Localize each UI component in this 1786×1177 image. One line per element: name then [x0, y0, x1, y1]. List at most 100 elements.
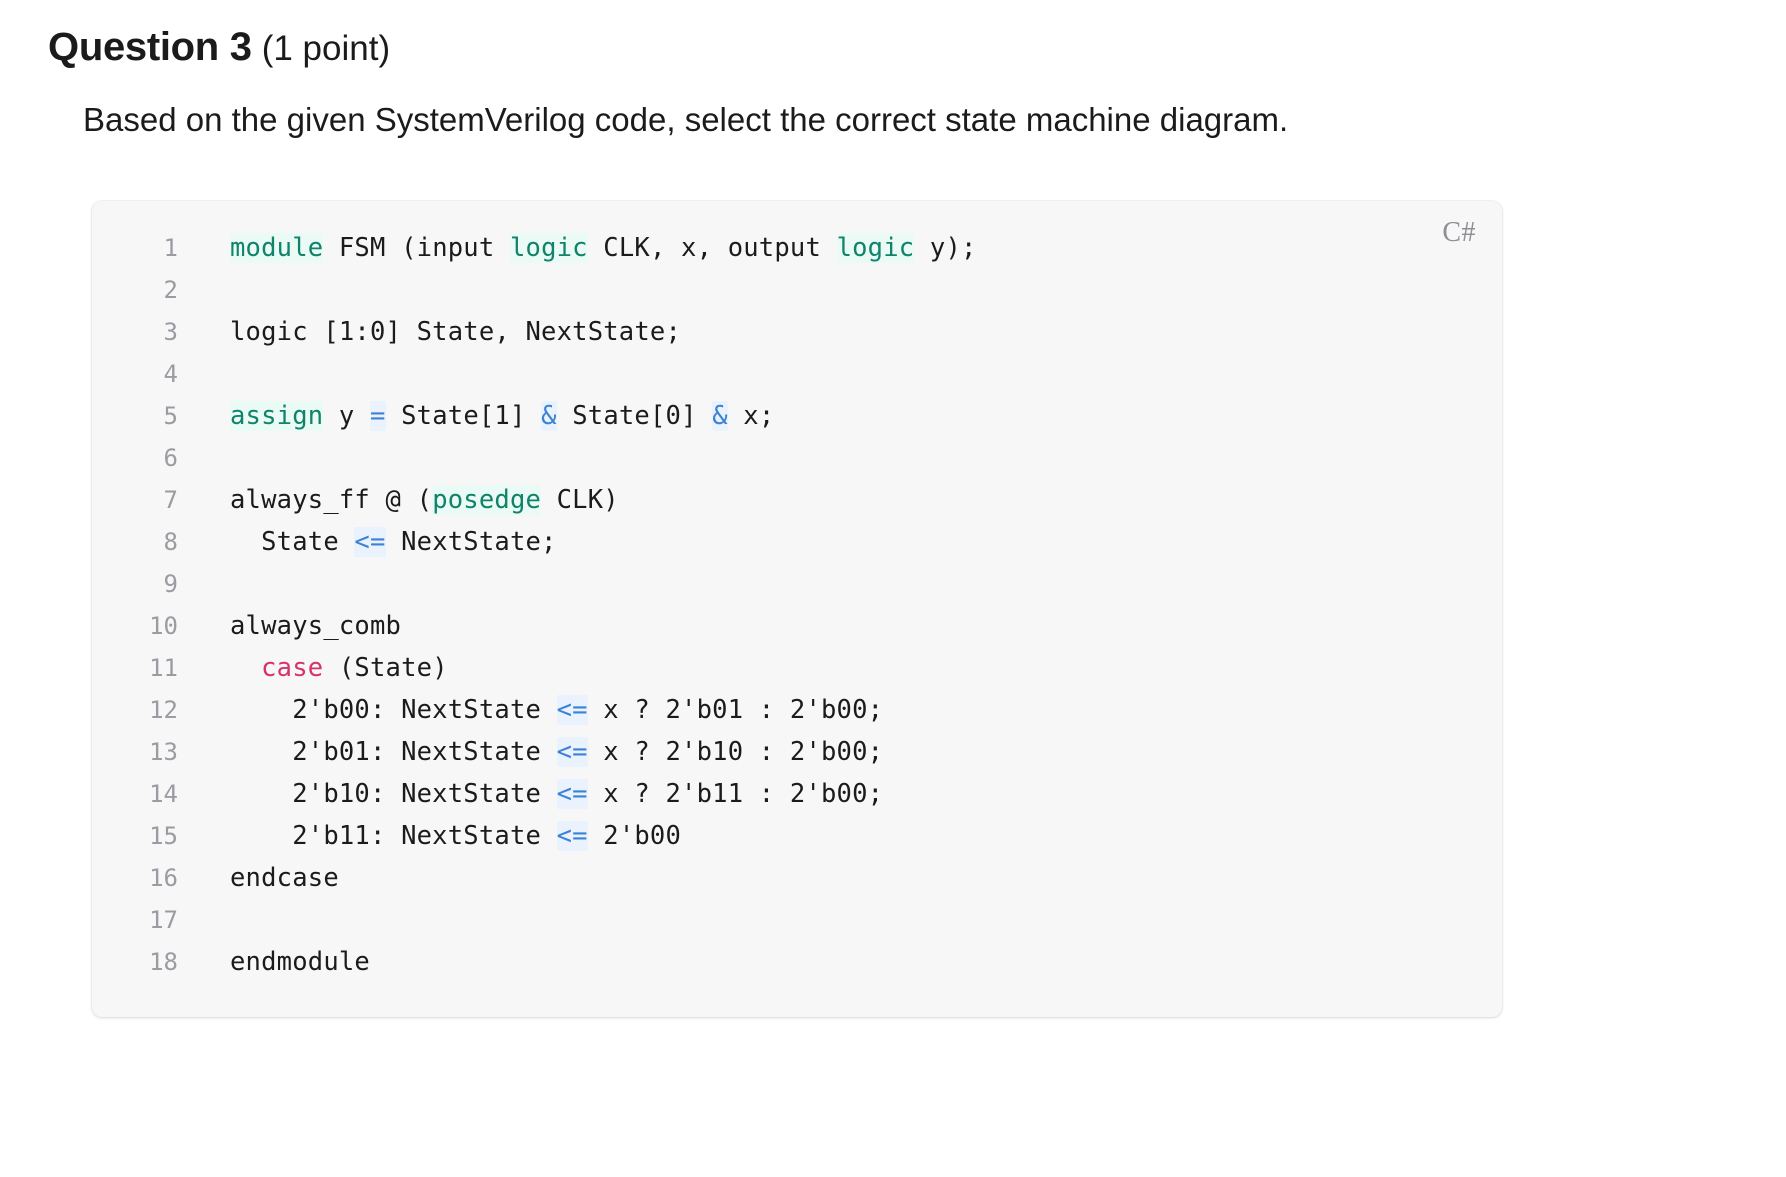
code-token: x ? 2'b10 : 2'b00; — [587, 736, 884, 767]
question-prompt: Based on the given SystemVerilog code, s… — [83, 101, 1289, 138]
code-line-text[interactable]: State <= NextState; — [178, 521, 1502, 563]
code-line-text[interactable]: logic [1:0] State, NextState; — [178, 311, 1502, 353]
code-line-text[interactable]: 2'b10: NextState <= x ? 2'b11 : 2'b00; — [178, 773, 1502, 815]
code-line-text[interactable] — [178, 269, 1502, 311]
code-line: 17 — [92, 899, 1502, 941]
code-token: (State) — [323, 652, 448, 683]
code-line: 2 — [92, 269, 1502, 311]
code-line: 10 always_comb — [92, 605, 1502, 647]
code-token: x ? 2'b01 : 2'b00; — [587, 694, 884, 725]
code-token: <= — [556, 736, 588, 767]
code-language-label: C# — [1442, 216, 1476, 248]
line-number: 13 — [149, 737, 178, 766]
line-number: 10 — [149, 611, 178, 640]
code-line: 13 2'b01: NextState <= x ? 2'b10 : 2'b00… — [92, 731, 1502, 773]
line-number: 4 — [163, 359, 178, 388]
code-token: endmodule — [230, 946, 370, 977]
code-token: endcase — [230, 862, 339, 893]
code-line-text[interactable]: assign y = State[1] & State[0] & x; — [178, 395, 1502, 437]
question-points: (1 point) — [261, 29, 391, 68]
code-token: y — [323, 400, 370, 431]
code-token: logic [1:0] State, NextState; — [230, 316, 682, 347]
code-line-text[interactable]: endcase — [178, 857, 1502, 899]
code-line-text[interactable]: endmodule — [178, 941, 1502, 983]
code-token: logic — [836, 232, 915, 263]
code-token: <= — [556, 820, 588, 851]
code-line: 18 endmodule — [92, 941, 1502, 983]
code-token: = — [370, 400, 386, 431]
line-number: 18 — [149, 947, 178, 976]
code-token: 2'b10: NextState — [230, 778, 557, 809]
line-number: 16 — [149, 863, 178, 892]
code-token: logic — [509, 232, 588, 263]
code-token: module — [230, 232, 324, 263]
code-token: CLK, x, output — [587, 232, 837, 263]
code-token: <= — [354, 526, 386, 557]
code-line: 14 2'b10: NextState <= x ? 2'b11 : 2'b00… — [92, 773, 1502, 815]
code-token: NextState; — [385, 526, 557, 557]
code-line-text[interactable]: always_ff @ (posedge CLK) — [178, 479, 1502, 521]
code-line: 4 — [92, 353, 1502, 395]
line-number: 14 — [149, 779, 178, 808]
page-title: Question 3 — [48, 25, 252, 69]
code-token: always_comb — [230, 610, 402, 641]
code-token: case — [261, 652, 324, 683]
code-line-text[interactable] — [178, 899, 1502, 941]
line-number: 12 — [149, 695, 178, 724]
code-token: <= — [556, 778, 588, 809]
line-number: 6 — [163, 443, 178, 472]
code-token — [230, 653, 261, 683]
code-line-text[interactable]: 2'b00: NextState <= x ? 2'b01 : 2'b00; — [178, 689, 1502, 731]
code-line: 16 endcase — [92, 857, 1502, 899]
line-number: 5 — [163, 401, 178, 430]
line-number: 11 — [149, 653, 178, 682]
code-token: assign — [230, 400, 324, 431]
question-header: Question 3 (1 point) — [48, 22, 1746, 72]
line-number: 15 — [149, 821, 178, 850]
code-token: 2'b11: NextState — [230, 820, 557, 851]
code-line: 8 State <= NextState; — [92, 521, 1502, 563]
code-token: CLK) — [541, 484, 619, 515]
code-line-text[interactable] — [178, 563, 1502, 605]
code-token: State[1] — [385, 400, 542, 431]
line-number: 2 — [163, 275, 178, 304]
code-token: <= — [556, 694, 588, 725]
code-line-text[interactable]: 2'b11: NextState <= 2'b00 — [178, 815, 1502, 857]
code-line: 15 2'b11: NextState <= 2'b00 — [92, 815, 1502, 857]
line-number: 1 — [163, 233, 178, 262]
line-number: 9 — [163, 569, 178, 598]
code-token: State[0] — [556, 400, 713, 431]
code-token: State — [230, 526, 355, 557]
code-line: 6 — [92, 437, 1502, 479]
code-line: 3 logic [1:0] State, NextState; — [92, 311, 1502, 353]
code-token: 2'b00: NextState — [230, 694, 557, 725]
code-token: & — [712, 400, 728, 431]
code-line: 9 — [92, 563, 1502, 605]
code-token: & — [541, 400, 557, 431]
code-line-text[interactable]: 2'b01: NextState <= x ? 2'b10 : 2'b00; — [178, 731, 1502, 773]
code-token: FSM (input — [323, 232, 510, 263]
code-line-text[interactable]: module FSM (input logic CLK, x, output l… — [178, 227, 1502, 269]
line-number: 8 — [163, 527, 178, 556]
code-token: 2'b00 — [587, 820, 682, 851]
code-token: 2'b01: NextState — [230, 736, 557, 767]
code-token: x; — [727, 400, 775, 431]
line-number: 3 — [163, 317, 178, 346]
code-line-text[interactable] — [178, 437, 1502, 479]
code-line: 11 case (State) — [92, 647, 1502, 689]
code-line: 12 2'b00: NextState <= x ? 2'b01 : 2'b00… — [92, 689, 1502, 731]
line-number: 17 — [149, 905, 178, 934]
code-token: posedge — [432, 484, 542, 515]
code-line-text[interactable]: always_comb — [178, 605, 1502, 647]
code-token: x ? 2'b11 : 2'b00; — [587, 778, 884, 809]
code-line-text[interactable]: case (State) — [178, 647, 1502, 689]
code-token: always_ff @ ( — [230, 484, 433, 515]
code-line-text[interactable] — [178, 353, 1502, 395]
line-number: 7 — [163, 485, 178, 514]
